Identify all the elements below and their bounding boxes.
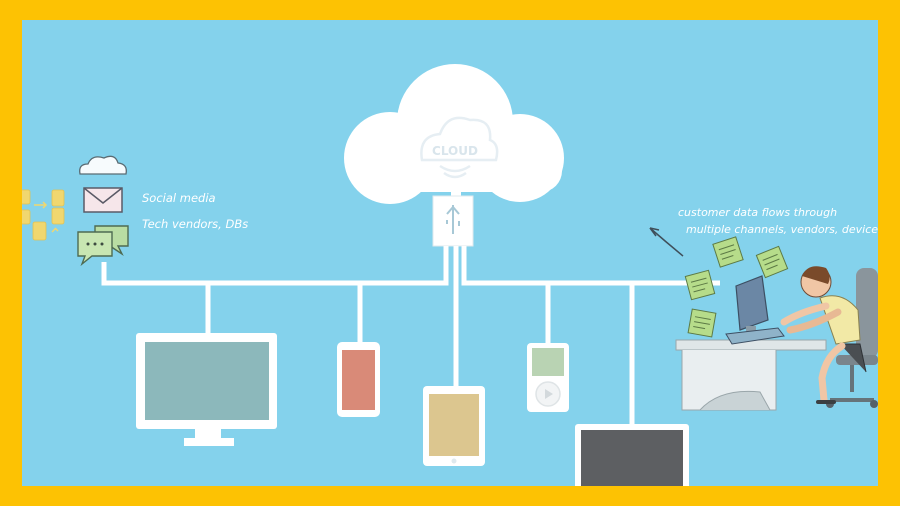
annotation-line-2: multiple channels, vendors, devices [686, 223, 878, 236]
cloud-icon: CLOUD [344, 64, 564, 204]
annotation-line-1: customer data flows through [678, 206, 837, 219]
flying-documents-icon [684, 236, 789, 338]
laptop-icon [575, 424, 689, 486]
tech-vendors-label: Tech vendors, DBs [142, 217, 248, 231]
network-lines [101, 246, 720, 426]
music-player-icon [527, 343, 569, 412]
social-media-label: Social media [142, 191, 216, 205]
chat-bubbles-icon [77, 225, 129, 267]
network-diagram: CLOUD [22, 64, 878, 486]
tablet-icon [423, 386, 485, 466]
desktop-monitor-icon [136, 333, 277, 446]
small-cloud-icon [79, 155, 127, 175]
diagram-canvas: CLOUD [22, 20, 878, 486]
database-icons [22, 189, 65, 241]
usb-hub-icon [432, 195, 474, 247]
email-envelope-icon [83, 187, 123, 213]
hand-drawn-arrow-icon [649, 227, 684, 257]
person-at-desk-illustration [675, 266, 878, 411]
cloud-label: CLOUD [432, 144, 478, 158]
smartphone-icon [337, 342, 380, 417]
